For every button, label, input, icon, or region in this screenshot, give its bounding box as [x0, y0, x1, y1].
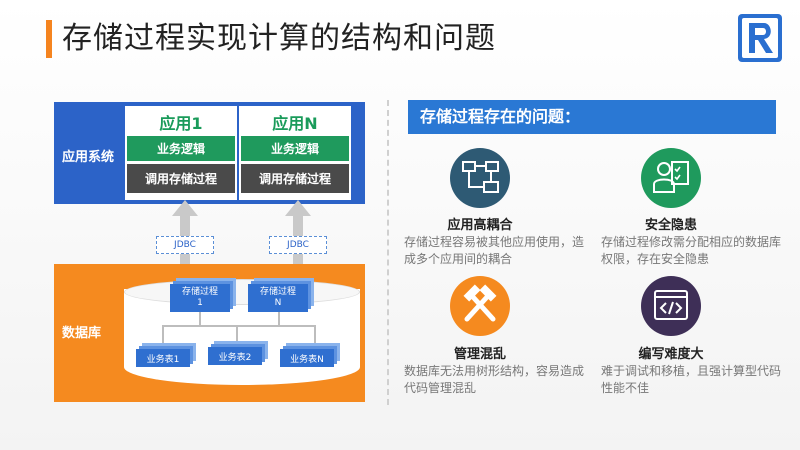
connector-line — [162, 325, 316, 327]
problem-3-desc: 数据库无法用树形结构，容易造成代码管理混乱 — [404, 364, 585, 395]
problem-4-desc: 难于调试和移植，且强计算型代码性能不佳 — [601, 364, 782, 395]
app-n-card: 应用N 业务逻辑 调用存储过程 — [239, 106, 351, 200]
database-cylinder-top — [124, 279, 360, 305]
table-n: 业务表N — [280, 349, 334, 367]
logo-icon — [738, 14, 782, 62]
app-n-name: 应用N — [272, 114, 318, 133]
procedure-n-line2: N — [274, 298, 282, 308]
connector-line — [278, 312, 280, 326]
procedure-n: 存储过程 N — [248, 284, 308, 312]
flowchart-icon — [450, 148, 510, 208]
app-1-call: 调用存储过程 — [127, 164, 235, 193]
database-label: 数据库 — [62, 326, 102, 341]
connector-line — [314, 325, 316, 347]
connector-line — [199, 312, 201, 326]
table-1: 业务表1 — [136, 349, 190, 367]
section-divider — [387, 100, 389, 405]
app-system-box: 应用系统 应用1 业务逻辑 调用存储过程 应用N 业务逻辑 调用存储过程 — [54, 102, 365, 204]
page-title: 存储过程实现计算的结构和问题 — [62, 21, 496, 56]
title-accent-bar — [46, 20, 52, 58]
user-check-icon — [641, 148, 701, 208]
code-icon — [641, 276, 701, 336]
procedure-n-line1: 存储过程 — [259, 287, 296, 297]
problem-4-title: 编写难度大 — [638, 347, 704, 362]
problems-header: 存储过程存在的问题： — [408, 100, 776, 134]
app-system-label: 应用系统 — [62, 150, 115, 165]
jdbc-label-n: JDBC — [269, 236, 327, 254]
jdbc-label-1: JDBC — [156, 236, 214, 254]
problem-1-desc: 存储过程容易被其他应用使用，造成多个应用间的耦合 — [404, 235, 585, 266]
problem-3-title: 管理混乱 — [453, 347, 506, 362]
procedure-1-line1: 存储过程 — [181, 287, 218, 297]
app-1-logic: 业务逻辑 — [127, 136, 235, 161]
table-2: 业务表2 — [208, 347, 262, 365]
connector-line — [162, 325, 164, 347]
procedure-1-line2: 1 — [197, 298, 203, 308]
tools-icon — [450, 276, 510, 336]
problem-2-desc: 存储过程修改需分配相应的数据库权限，存在安全隐患 — [601, 235, 782, 266]
app-n-call: 调用存储过程 — [241, 164, 349, 193]
app-n-logic: 业务逻辑 — [241, 136, 349, 161]
procedure-1: 存储过程 1 — [170, 284, 230, 312]
connector-line — [236, 325, 238, 347]
problem-2-title: 安全隐患 — [644, 218, 697, 233]
app-1-card: 应用1 业务逻辑 调用存储过程 — [125, 106, 237, 200]
problem-1-title: 应用高耦合 — [447, 218, 513, 233]
app-1-name: 应用1 — [159, 114, 203, 133]
